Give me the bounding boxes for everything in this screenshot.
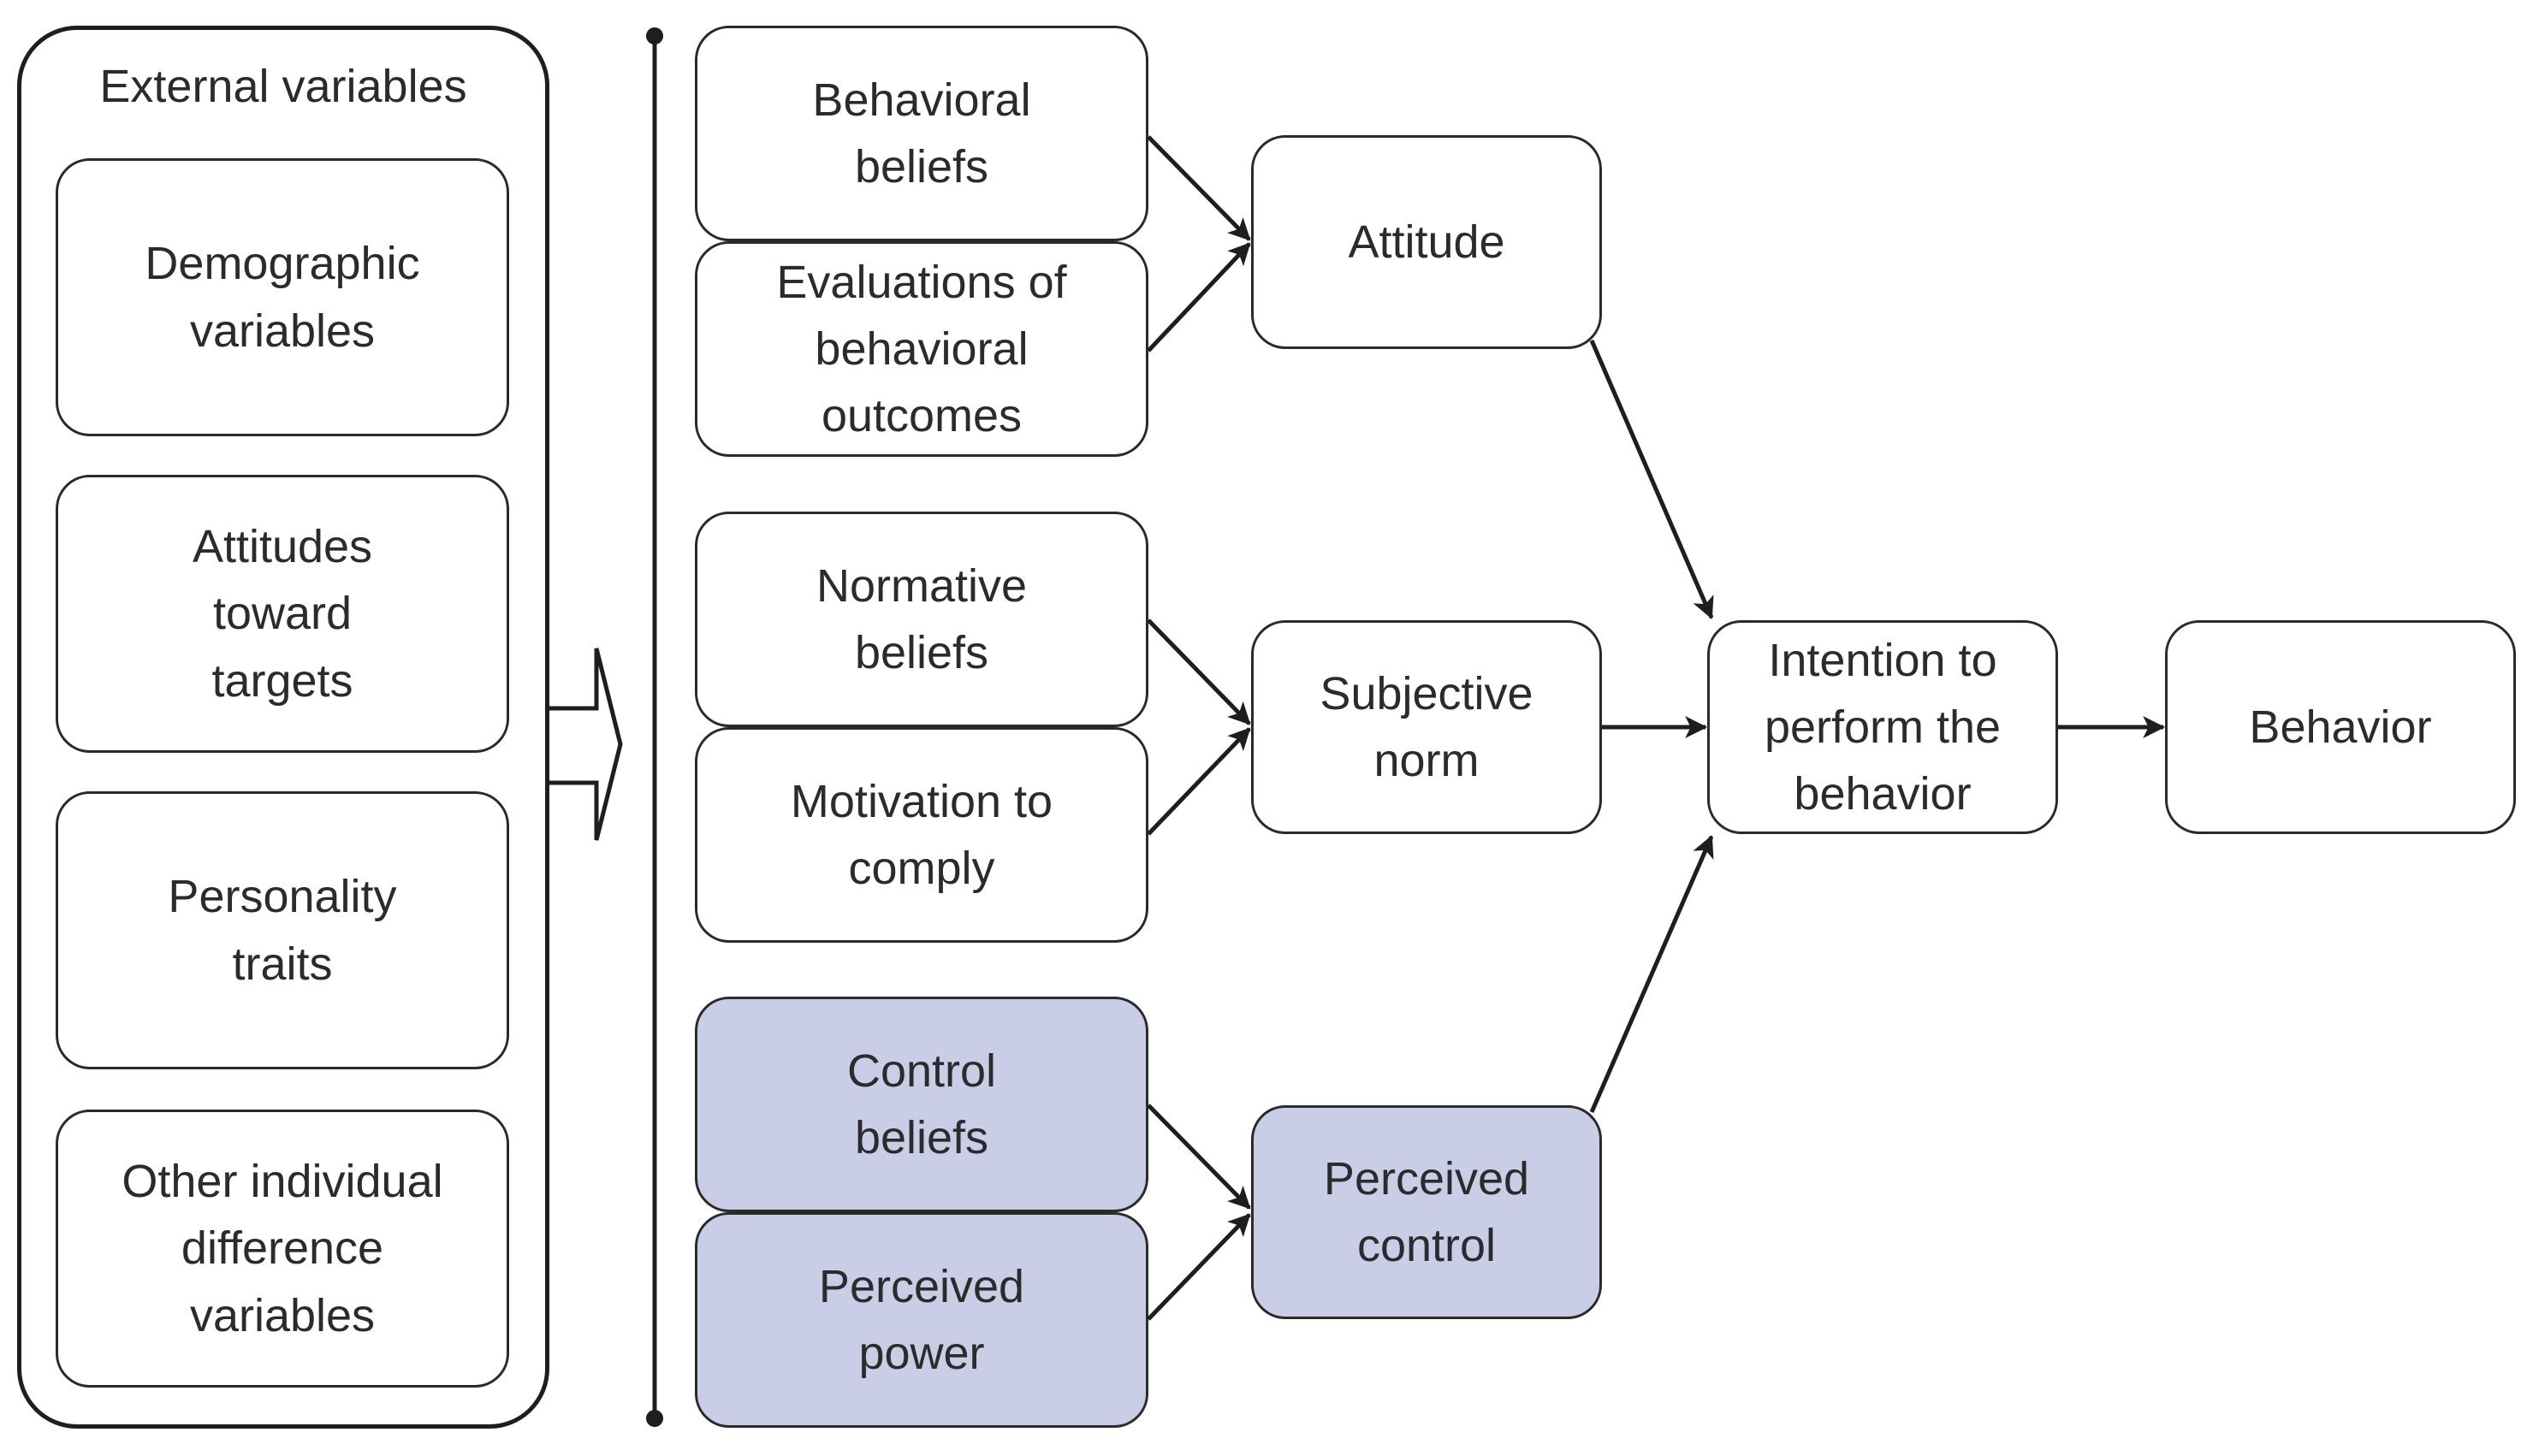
intention-label-line: behavior <box>1794 768 1972 820</box>
attitudes-toward-targets-label-line: targets <box>211 654 353 707</box>
perceived-power-label-line: power <box>858 1328 985 1379</box>
perceived-control-box: Perceived control <box>1251 1105 1602 1319</box>
arrow-evaluations-to-attitude <box>1147 242 1251 352</box>
perceived-power-label-line: Perceived <box>818 1260 1025 1312</box>
behavior-label-line: Behavior <box>2249 701 2432 753</box>
control-beliefs-box: Control beliefs <box>695 997 1148 1212</box>
control-beliefs-label-line: beliefs <box>854 1112 989 1163</box>
arrow-behavioral-beliefs-to-attitude <box>1147 135 1251 241</box>
perceived-power-box: Perceived power <box>695 1212 1148 1428</box>
control-beliefs-label-line: Control <box>846 1045 997 1097</box>
personality-traits-label-line: traits <box>232 938 333 990</box>
normative-beliefs-label-line: beliefs <box>854 627 989 678</box>
motivation-to-comply-box: Motivation to comply <box>695 727 1148 943</box>
intention-box: Intention to perform the behavior <box>1707 620 2058 834</box>
intention-label-line: perform the <box>1764 701 2002 753</box>
behavioral-beliefs-box: Behavioral beliefs <box>695 26 1148 241</box>
evaluations-of-behavioral-outcomes-label-line: Evaluations of <box>776 256 1067 308</box>
evaluations-of-behavioral-outcomes-label-line: behavioral <box>815 323 1029 375</box>
subjective-norm-label-line: Subjective <box>1320 667 1533 719</box>
behavioral-beliefs-label-line: beliefs <box>854 141 989 192</box>
subjective-norm-box: Subjective norm <box>1251 620 1602 834</box>
intention-label-line: Intention to <box>1768 634 1997 686</box>
normative-beliefs-box: Normative beliefs <box>695 512 1148 727</box>
motivation-to-comply-label-line: Motivation to <box>790 775 1053 827</box>
behavior-box: Behavior <box>2165 620 2516 834</box>
attitudes-toward-targets-label-line: Attitudes <box>192 521 373 573</box>
external-variables-title: External variables <box>99 61 467 112</box>
arrow-motivation-to-subjective-norm <box>1147 727 1251 836</box>
attitude-box: Attitude <box>1251 135 1602 349</box>
subjective-norm-label-line: norm <box>1373 735 1480 786</box>
demographic-variables-label-line: Demographic <box>145 238 420 290</box>
other-individual-difference-variables-label-line: variables <box>189 1289 376 1341</box>
other-individual-difference-variables-label-line: difference <box>181 1222 384 1275</box>
motivation-to-comply-label-line: comply <box>848 843 995 894</box>
arrow-normative-beliefs-to-subjective-norm <box>1147 619 1251 725</box>
other-individual-difference-variables-label-line: Other individual <box>122 1156 443 1208</box>
behavioral-beliefs-label-line: Behavioral <box>812 74 1031 126</box>
perceived-control-label-line: Perceived <box>1323 1152 1530 1204</box>
perceived-control-label-line: control <box>1356 1220 1497 1271</box>
personality-traits-label-line: Personality <box>168 871 397 923</box>
demographic-variables-box: Demographic variables <box>56 158 509 436</box>
evaluations-of-behavioral-outcomes-label-line: outcomes <box>821 390 1023 442</box>
attitude-label-line: Attitude <box>1348 216 1505 268</box>
attitudes-toward-targets-box: Attitudes toward targets <box>56 475 509 753</box>
evaluations-of-behavioral-outcomes-box: Evaluations of behavioral outcomes <box>695 241 1148 457</box>
arrow-perceived-control-to-intention <box>1589 835 1714 1113</box>
arrow-attitude-to-intention <box>1589 340 1714 619</box>
normative-beliefs-label-line: Normative <box>816 559 1028 612</box>
arrow-control-beliefs-to-perceived-control <box>1147 1104 1251 1210</box>
hollow-arrow <box>549 648 623 841</box>
demographic-variables-label-line: variables <box>189 305 376 357</box>
arrow-perceived-power-to-perceived-control <box>1147 1213 1251 1321</box>
personality-traits-box: Personality traits <box>56 791 509 1069</box>
attitudes-toward-targets-label-line: toward <box>212 588 353 640</box>
other-individual-difference-variables-box: Other individual difference variables <box>56 1110 509 1388</box>
